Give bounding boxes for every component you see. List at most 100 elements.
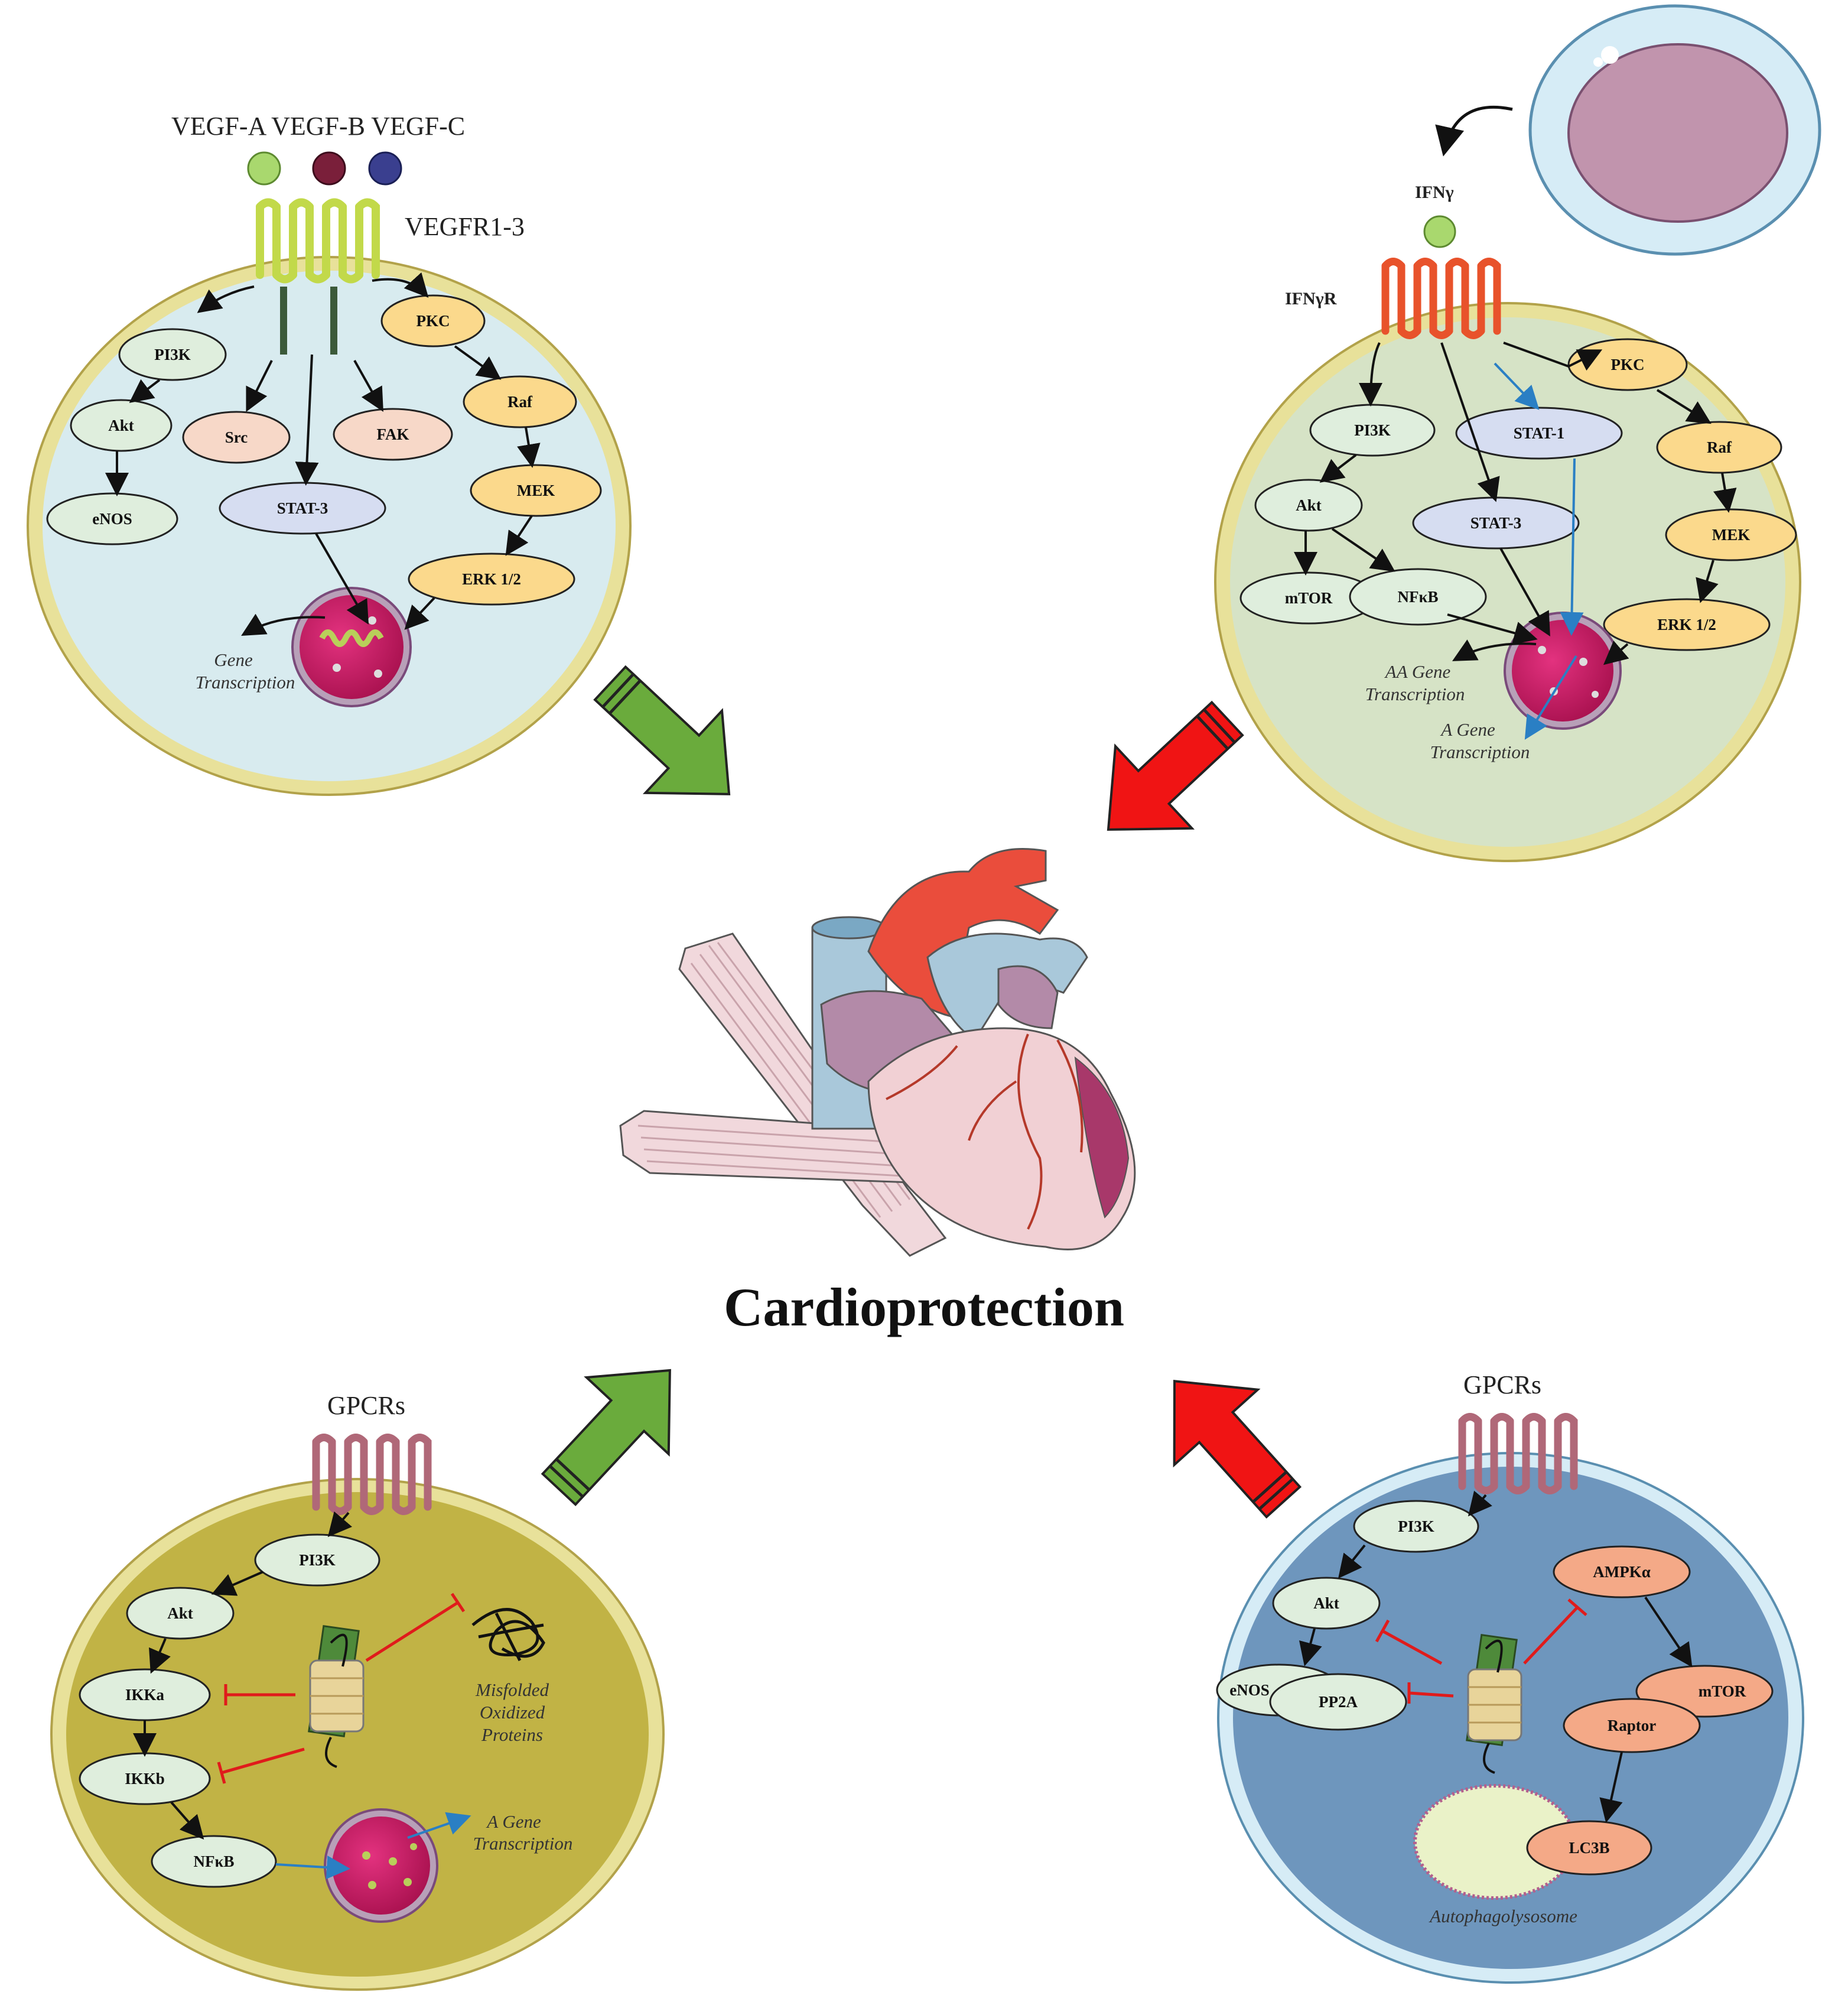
- svg-text:eNOS: eNOS: [1229, 1681, 1270, 1699]
- svg-text:mTOR: mTOR: [1699, 1682, 1746, 1700]
- misfolded-protein-icon: [471, 1608, 545, 1662]
- vegf-gene-label-1: Gene: [214, 649, 253, 670]
- vegf-node-raf: Raf: [463, 375, 577, 428]
- svg-text:PP2A: PP2A: [1319, 1693, 1358, 1711]
- svg-text:mTOR: mTOR: [1285, 589, 1333, 607]
- arrow-gpcr-left-to-heart: [541, 1369, 671, 1506]
- ifn-node-nfkb: NFκB: [1349, 568, 1487, 626]
- svg-text:eNOS: eNOS: [92, 510, 132, 528]
- vegf-b-ligand: [312, 151, 346, 186]
- svg-text:MEK: MEK: [1712, 526, 1751, 544]
- vegf-node-mek: MEK: [470, 464, 602, 517]
- ifn-a-gene-label-1: A Gene: [1440, 719, 1495, 740]
- svg-text:IKKa: IKKa: [125, 1686, 165, 1704]
- vegf-nucleus: [291, 587, 412, 707]
- gpcr-right-panel: GPCRs PI3K Akt eNOS PP2A AMPKα mTOR Rapt…: [1216, 1370, 1804, 1984]
- arrow-gpcr-right-to-heart: [1173, 1380, 1302, 1519]
- ifn-receptor: [1381, 258, 1501, 339]
- gpcr-left-blue-arrows: [275, 1812, 471, 1880]
- ifn-node-erk: ERK 1/2: [1603, 598, 1771, 651]
- ifn-node-mek: MEK: [1665, 508, 1797, 561]
- gpcr-right-arrows: [1299, 1490, 1693, 1823]
- left-ventricle-wall: [1074, 1056, 1130, 1218]
- svg-text:NFκB: NFκB: [1398, 588, 1439, 606]
- gpcr-right-node-akt: Akt: [1272, 1577, 1381, 1630]
- ifn-node-mtor: mTOR: [1239, 571, 1378, 625]
- svg-text:PI3K: PI3K: [1398, 1517, 1434, 1535]
- immune-cell: [1528, 4, 1821, 256]
- ifn-a-gene-label-2: Transcription: [1430, 742, 1530, 762]
- gpcr-left-gene-label-2: Transcription: [473, 1833, 573, 1854]
- heart-illustration: [619, 848, 1136, 1257]
- ifn-node-stat3: STAT-3: [1412, 496, 1580, 550]
- ifn-panel: IFNγ IFNγR PI3K Akt mTOR NFκB STAT-1 STA…: [1214, 4, 1821, 862]
- svg-text:ERK 1/2: ERK 1/2: [462, 570, 521, 588]
- svg-text:Src: Src: [225, 428, 248, 446]
- svg-text:ERK 1/2: ERK 1/2: [1657, 616, 1716, 633]
- svg-text:Raptor: Raptor: [1608, 1717, 1657, 1734]
- gpcr-left-receptor-label: GPCRs: [327, 1391, 405, 1420]
- svg-text:PKC: PKC: [417, 312, 450, 330]
- left-atrium: [997, 965, 1059, 1029]
- vegfr-receptor: [256, 198, 380, 284]
- vegf-node-erk: ERK 1/2: [408, 553, 575, 606]
- svg-text:PI3K: PI3K: [154, 346, 191, 363]
- gpcr-left-panel: GPCRs PI3K Akt IKKa IKKb NFκB Misfolded …: [50, 1391, 665, 1991]
- svg-text:STAT-3: STAT-3: [277, 499, 328, 517]
- gpcr-left-receptor: [312, 1434, 432, 1515]
- vegf-receptor-label: VEGFR1-3: [405, 212, 525, 241]
- page-title: Cardioprotection: [724, 1277, 1124, 1337]
- vegf-node-pi3k: PI3K: [118, 328, 227, 381]
- svg-text:STAT-3: STAT-3: [1470, 514, 1522, 532]
- gpcr-right-receptor-label: GPCRs: [1463, 1370, 1541, 1399]
- ifn-node-pkc: PKC: [1567, 338, 1688, 391]
- gpcr-left-node-ikkb: IKKb: [79, 1752, 211, 1805]
- gpcr-left-arrows: [133, 1511, 353, 1840]
- ifn-node-pi3k: PI3K: [1309, 404, 1436, 457]
- arrow-vegf-to-heart: [593, 665, 731, 795]
- misfolded-label-3: Proteins: [481, 1724, 543, 1745]
- ifn-aa-gene-label-1: AA Gene: [1384, 661, 1451, 682]
- vegf-c-ligand: [368, 151, 402, 186]
- gpcr-right-node-pi3k: PI3K: [1353, 1500, 1479, 1553]
- svg-text:PI3K: PI3K: [299, 1551, 336, 1569]
- vegf-node-stat3: STAT-3: [219, 482, 386, 535]
- coronary-arteries: [886, 1034, 1084, 1230]
- vegf-arrows: [105, 272, 541, 636]
- ifn-ligand-label: IFNγ: [1415, 183, 1454, 202]
- gpcr-left-nucleus: [324, 1808, 438, 1923]
- vegf-node-enos: eNOS: [46, 492, 178, 545]
- misfolded-label-1: Misfolded: [475, 1679, 549, 1700]
- svg-text:IKKb: IKKb: [125, 1770, 165, 1788]
- svg-text:MEK: MEK: [517, 482, 555, 499]
- svg-text:Raf: Raf: [507, 393, 533, 411]
- arrow-ifn-to-heart: [1107, 700, 1244, 831]
- autophagolysosome-label: Autophagolysosome: [1429, 1906, 1577, 1926]
- gpcr-left-node-pi3k: PI3K: [254, 1533, 380, 1587]
- misfolded-label-2: Oxidized: [480, 1702, 545, 1723]
- svg-text:Raf: Raf: [1707, 438, 1732, 456]
- ifn-node-akt: Akt: [1254, 479, 1363, 532]
- gpcr-left-node-akt: Akt: [126, 1587, 235, 1640]
- svg-text:Akt: Akt: [108, 417, 134, 434]
- gpcr-right-proteasome: [1466, 1634, 1522, 1774]
- svg-text:PKC: PKC: [1611, 356, 1645, 373]
- svg-text:Akt: Akt: [1296, 496, 1322, 514]
- vegfr-kinase-domain: [280, 287, 337, 355]
- ventricles: [867, 1027, 1136, 1250]
- ifn-receptor-label: IFNγR: [1285, 289, 1337, 308]
- svg-text:Akt: Akt: [167, 1604, 193, 1622]
- gpcr-left-node-ikka: IKKa: [79, 1668, 211, 1721]
- gpcr-right-node-pp2a: PP2A: [1269, 1673, 1407, 1731]
- gpcr-right-node-raptor: Raptor: [1563, 1698, 1701, 1753]
- gpcr-left-inhibition: [217, 1593, 466, 1784]
- ifn-node-stat1: STAT-1: [1455, 407, 1623, 460]
- gpcr-right-receptor: [1458, 1413, 1578, 1494]
- vegf-node-src: Src: [182, 411, 291, 464]
- svg-text:AMPKα: AMPKα: [1593, 1563, 1651, 1581]
- svg-text:STAT-1: STAT-1: [1514, 424, 1565, 442]
- vegf-a-ligand: [247, 151, 281, 186]
- vegf-node-pkc: PKC: [380, 294, 486, 347]
- gpcr-right-inhibition: [1375, 1598, 1587, 1704]
